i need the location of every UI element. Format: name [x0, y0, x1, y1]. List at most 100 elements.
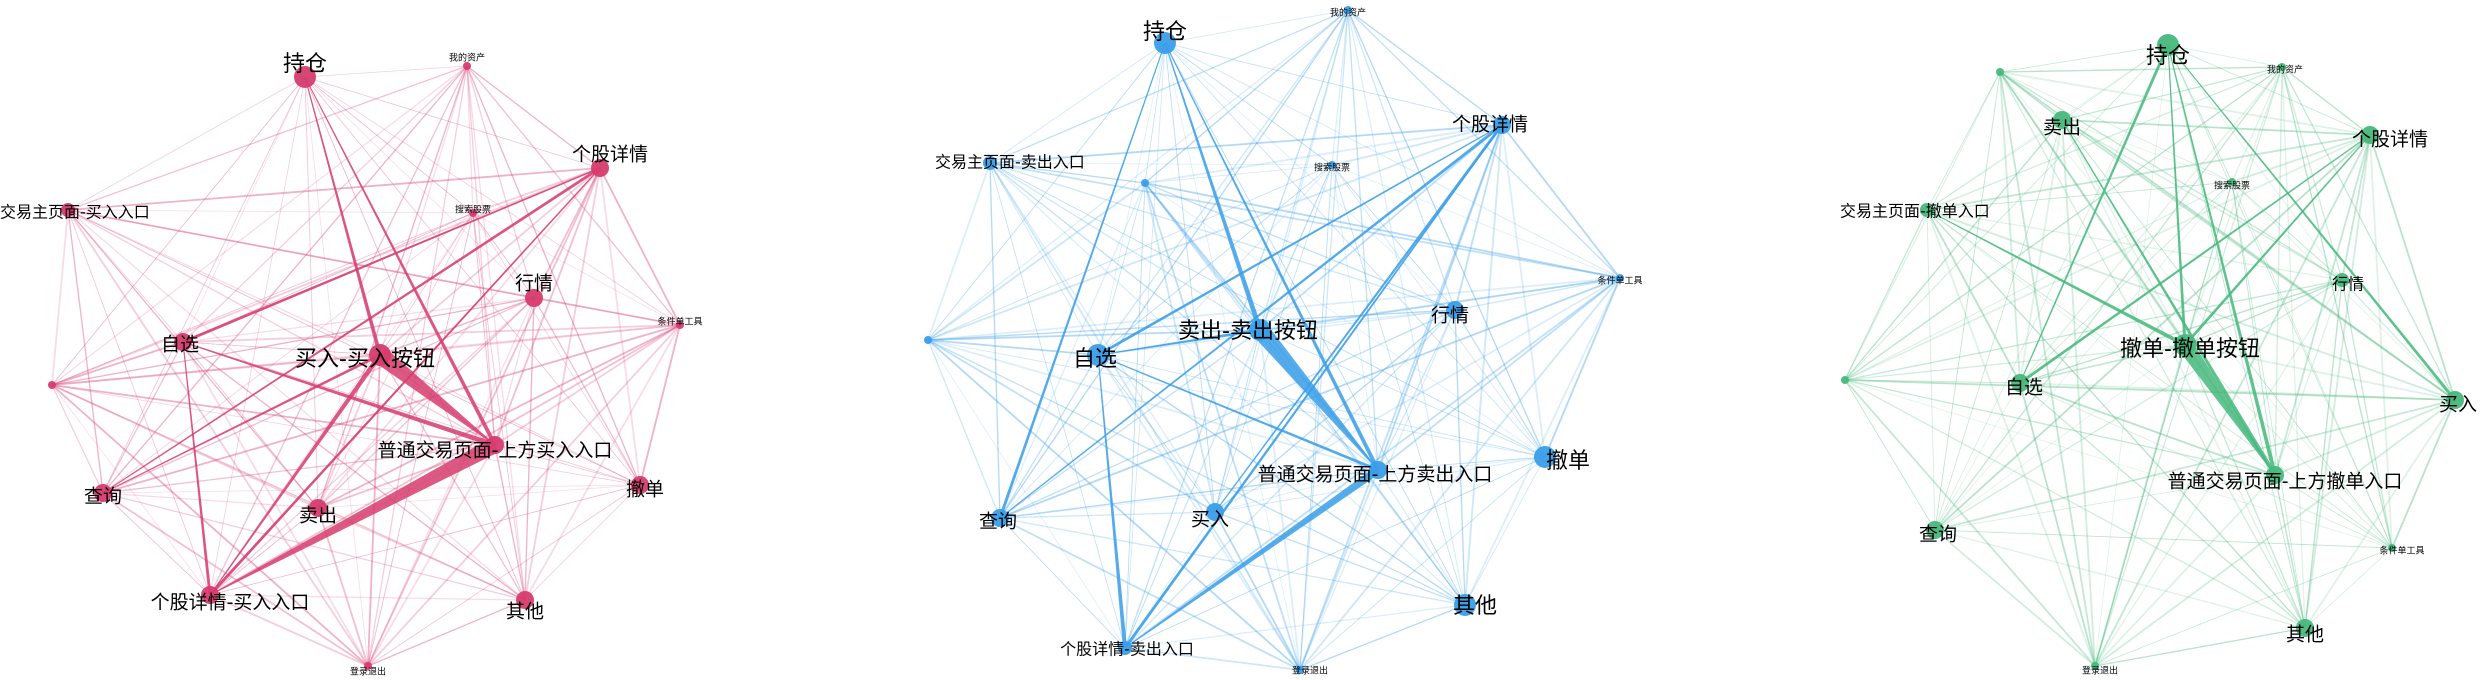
edge — [67, 209, 681, 326]
edge-strong — [1124, 466, 1381, 649]
edge — [1844, 181, 2233, 381]
edge — [317, 167, 601, 509]
edge — [989, 9, 1349, 164]
label-hangqing: 行情 — [2332, 275, 2364, 294]
label-hangqing: 行情 — [1431, 305, 1469, 327]
edge — [1934, 529, 2096, 667]
edge — [1144, 182, 1456, 311]
edge — [2274, 279, 2343, 476]
edge — [989, 162, 1333, 166]
edge — [1097, 42, 1166, 356]
edge — [999, 164, 1333, 519]
edge — [1347, 9, 1503, 126]
edge-strong — [2183, 134, 2371, 346]
edge — [1144, 182, 1301, 671]
cancel-network-panel: 持仓我的资产个股详情搜索股票行情买入条件单工具其他登录退出查询自选交易主页面-撤… — [1840, 34, 2477, 677]
label-center: 买入-买入按钮 — [295, 347, 435, 372]
edge — [1934, 344, 2186, 531]
edge — [1844, 119, 2063, 381]
edge — [927, 329, 1261, 341]
buy-network-panel: 持仓我的资产个股详情搜索股票行情条件单工具撤单其他登录退出个股详情-买入入口查询… — [0, 52, 703, 678]
edge — [2094, 344, 2186, 667]
node-jiaoyi_entry — [61, 203, 75, 217]
label-putong: 普通交易页面-上方撤单入口 — [2168, 471, 2403, 493]
edge — [989, 162, 1146, 184]
edge — [379, 324, 681, 356]
edge — [1454, 124, 1503, 311]
edge-strong — [1214, 124, 1504, 513]
node-wodezichan — [2278, 63, 2286, 71]
edge — [2061, 44, 2169, 121]
edge — [999, 329, 1261, 519]
edge — [1464, 124, 1503, 606]
edge — [2167, 44, 2371, 136]
edge — [1844, 379, 2306, 629]
edge — [1934, 382, 2021, 531]
edge — [989, 124, 1503, 164]
edge — [1454, 309, 1546, 458]
edge — [1934, 119, 2063, 531]
edge — [51, 212, 474, 386]
edge — [989, 162, 1466, 606]
edge — [1164, 42, 1503, 126]
edge — [367, 484, 641, 667]
edge — [466, 65, 601, 169]
edge — [379, 65, 468, 356]
sell-network-panel: 持仓我的资产个股详情搜索股票行情条件单工具撤单其他登录退出个股详情-卖出入口查询… — [924, 6, 1643, 677]
node-dot_small — [924, 336, 932, 344]
edge — [1331, 9, 1349, 166]
edge — [1934, 474, 2276, 531]
edge — [1377, 469, 1466, 606]
edge — [2019, 382, 2276, 476]
label-chaxun: 查询 — [979, 511, 1017, 533]
edge — [1377, 277, 1621, 471]
edge — [927, 277, 1621, 341]
edge — [2281, 66, 2393, 549]
edge — [51, 167, 601, 386]
label-sousuo: 搜索股票 — [455, 204, 491, 216]
edge — [1464, 277, 1621, 606]
edge — [1164, 9, 1349, 44]
edge — [2094, 627, 2306, 667]
edge — [67, 167, 601, 211]
edge — [1299, 469, 1379, 671]
edge — [1164, 42, 1333, 166]
edge — [209, 484, 641, 596]
edge — [1214, 309, 1456, 513]
edge — [2274, 474, 2393, 549]
node-gegu_entry — [201, 586, 219, 604]
edge — [2094, 547, 2393, 667]
edge — [927, 42, 1166, 341]
edge — [102, 65, 468, 494]
edge — [182, 341, 381, 356]
edge — [599, 167, 681, 326]
edge — [2231, 181, 2456, 401]
label-qita: 其他 — [506, 601, 544, 623]
edge — [304, 76, 681, 326]
edge — [2094, 474, 2276, 667]
edge — [209, 65, 468, 596]
edge — [989, 162, 1546, 458]
label-wodezichan: 我的资产 — [449, 52, 485, 64]
node-hangqing — [1446, 301, 1464, 319]
edge — [67, 209, 641, 486]
edge — [182, 65, 468, 343]
edge-strong — [182, 341, 212, 596]
edge — [927, 339, 1546, 458]
edge — [999, 469, 1379, 519]
edge — [1934, 399, 2456, 531]
edge — [209, 594, 526, 601]
edge — [2231, 181, 2393, 549]
edge — [67, 209, 104, 494]
edge-strong — [2167, 44, 2277, 476]
edge — [1926, 209, 1936, 531]
edge — [1259, 329, 1546, 458]
edge — [1097, 354, 1216, 513]
edge — [367, 65, 468, 667]
labels: 持仓我的资产个股详情搜索股票行情条件单工具撤单其他登录退出个股详情-卖出入口查询… — [935, 7, 1643, 677]
edge — [524, 484, 641, 601]
label-wodezichan: 我的资产 — [2267, 64, 2303, 76]
edge — [1934, 66, 2283, 531]
node-dot_small2 — [1141, 179, 1149, 187]
node-putong — [2266, 466, 2284, 484]
